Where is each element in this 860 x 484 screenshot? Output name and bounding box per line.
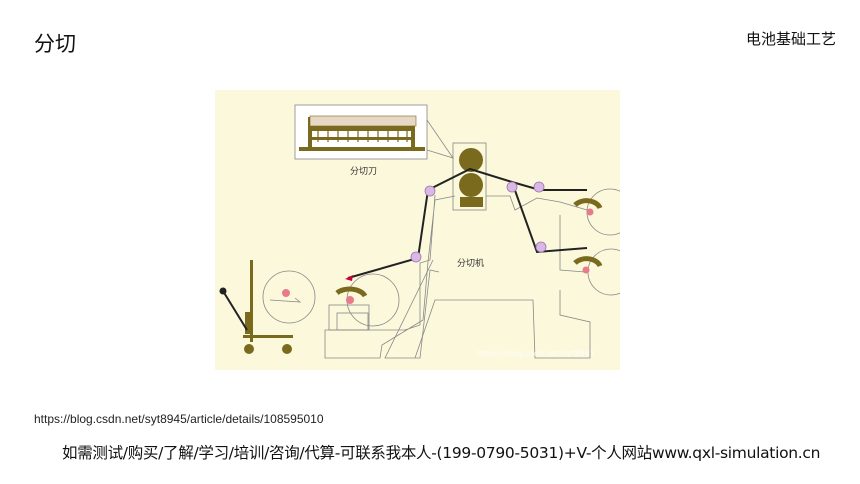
corner-label: 电池基础工艺 — [745, 30, 836, 48]
slitting-machine-diagram: 分切刀 分切机 https://blog.csdn.net/syt8945 — [215, 90, 620, 370]
slide-title: 分切 — [34, 32, 76, 56]
knife-label: 分切刀 — [350, 166, 377, 177]
watermark: https://blog.csdn.net/syt8945 — [477, 349, 595, 358]
contact-line: 如需测试/购买/了解/学习/培训/咨询/代算-可联系我本人-(199-0790-… — [62, 444, 821, 462]
source-url: https://blog.csdn.net/syt8945/article/de… — [34, 412, 324, 426]
machine-label: 分切机 — [457, 257, 484, 269]
